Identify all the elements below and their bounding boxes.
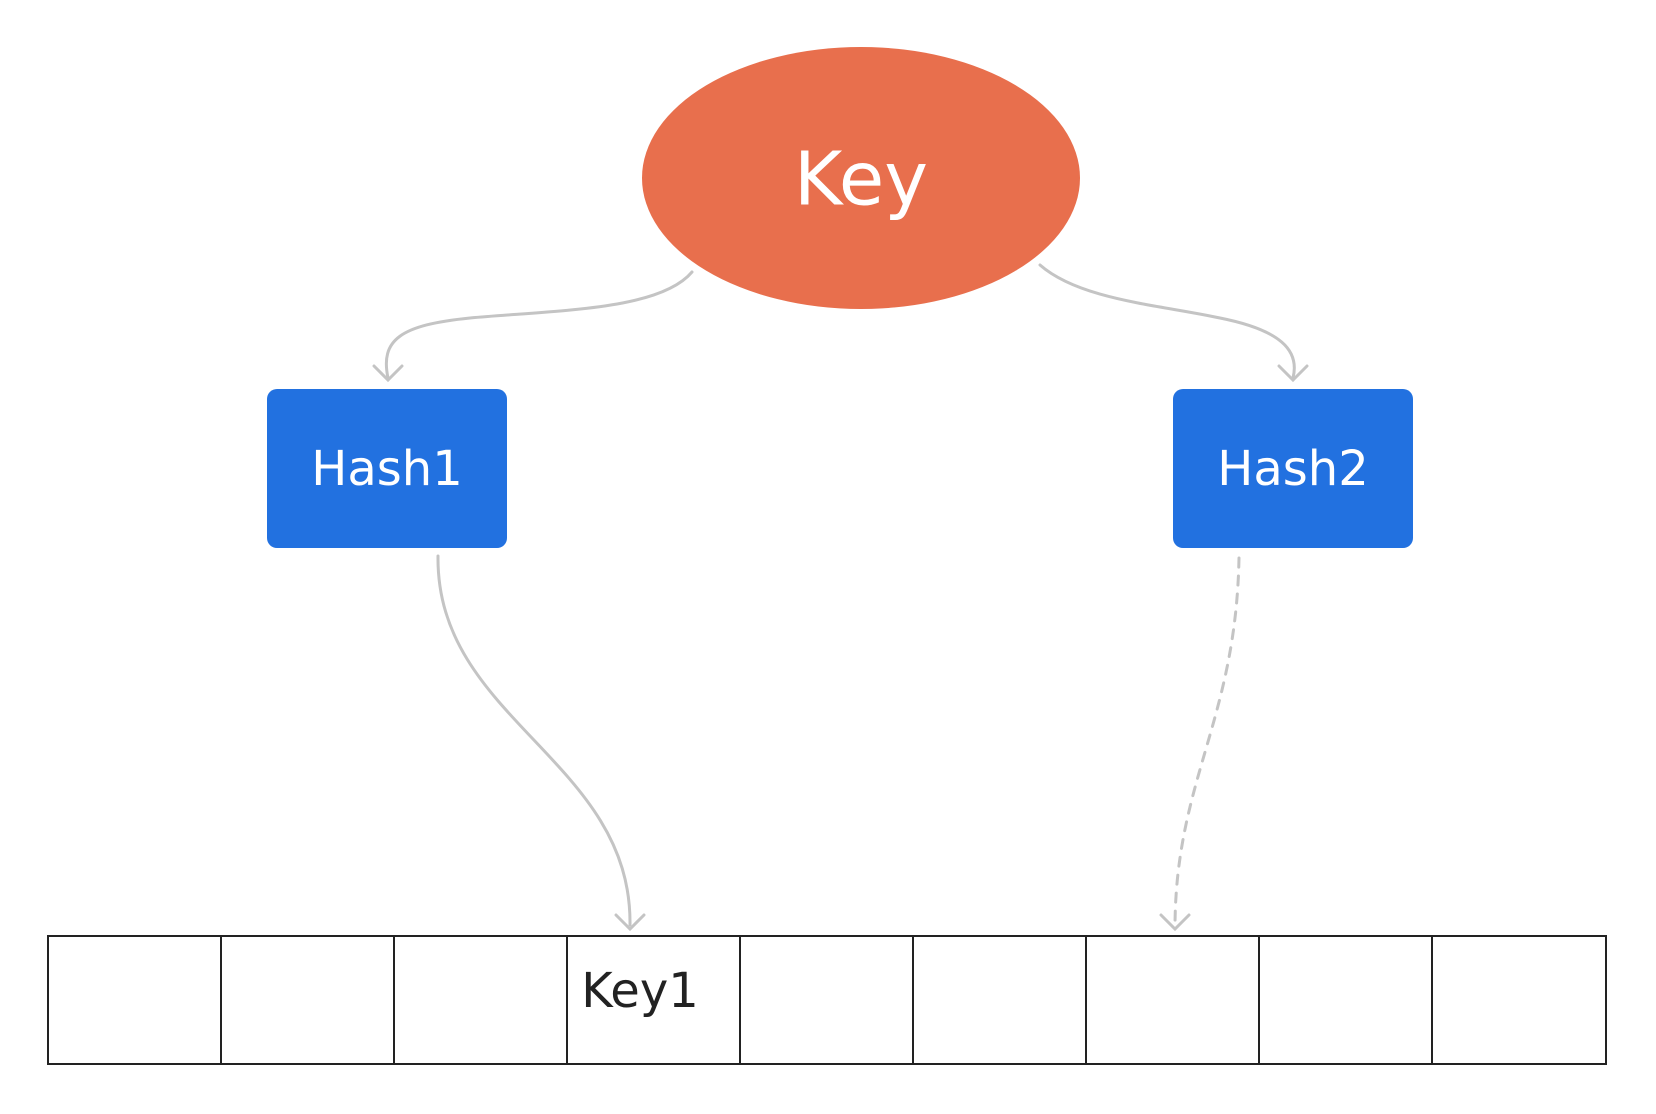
edge-hash2-to-cell7: [1173, 556, 1241, 927]
hash1-node: Hash1: [267, 389, 507, 548]
array-cell-8: [1258, 935, 1433, 1065]
array-cell-7: [1085, 935, 1260, 1065]
key-node-ellipse: [642, 47, 1080, 309]
array-cell-6: [912, 935, 1087, 1065]
array-cell-2: [220, 935, 395, 1065]
edges: [372, 263, 1309, 932]
edge-key-to-hash2-arrowhead: [1277, 364, 1309, 383]
edge-hash2-to-cell7-arrowhead: [1159, 913, 1191, 932]
edge-hash1-to-key1-arrowhead: [614, 913, 646, 932]
array-cell-9: [1431, 935, 1607, 1065]
key-node-label: Key: [794, 137, 928, 223]
array-cell-1: [47, 935, 222, 1065]
hash2-label: Hash2: [1217, 441, 1368, 497]
hash1-label: Hash1: [311, 441, 462, 497]
hash2-box: [1173, 389, 1413, 548]
hash-array: [47, 935, 1607, 1065]
edge-hash1-to-key1: [436, 554, 632, 927]
hash2-node: Hash2: [1173, 389, 1413, 548]
array-cell-3: [393, 935, 568, 1065]
hash-array-labels: Key1: [581, 963, 699, 1019]
edge-key-to-hash2: [1038, 263, 1296, 380]
edge-key-to-hash1: [384, 270, 694, 380]
hash1-box: [267, 389, 507, 548]
edge-key-to-hash1-arrowhead: [372, 364, 404, 383]
array-cell-4-label: Key1: [581, 963, 699, 1019]
array-cell-5: [739, 935, 914, 1065]
key-node: Key: [642, 47, 1080, 309]
